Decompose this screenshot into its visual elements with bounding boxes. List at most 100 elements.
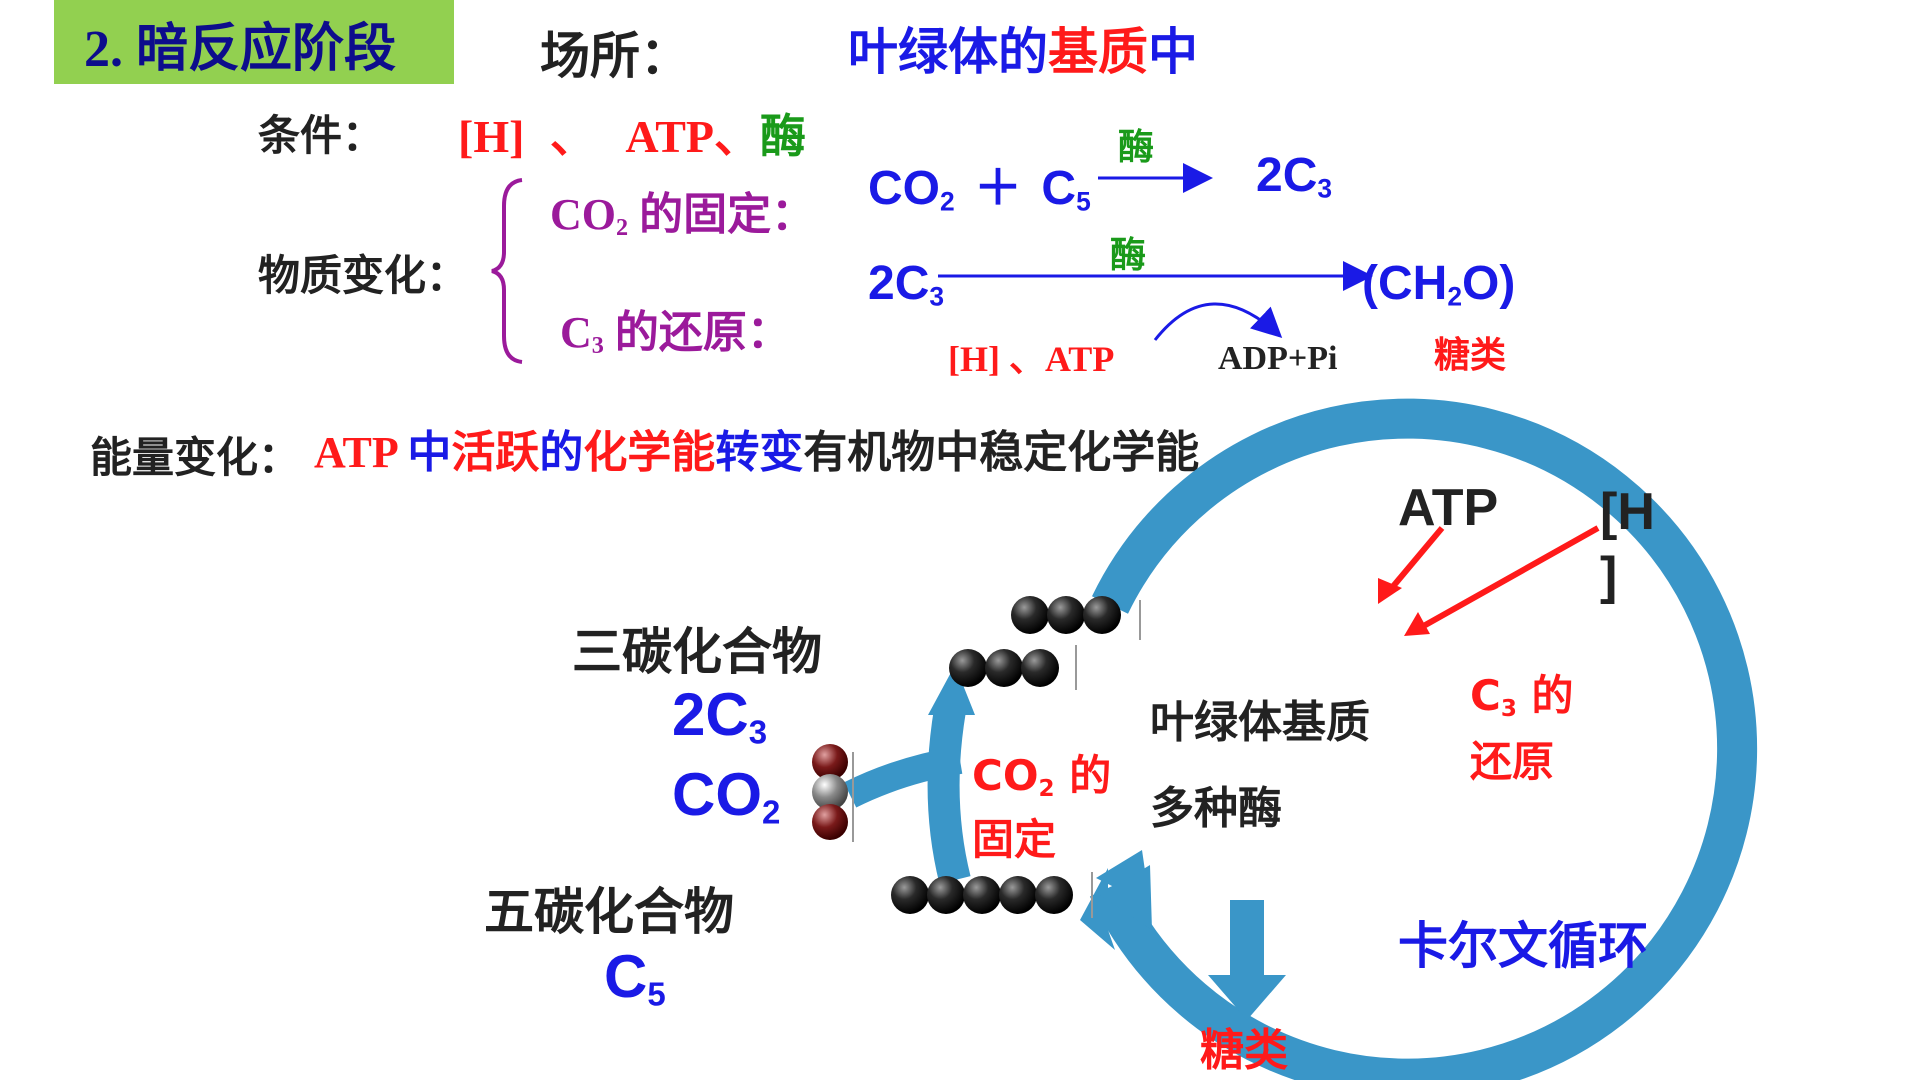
- cycle-h-top: [H: [1600, 483, 1655, 541]
- red-c: C: [560, 308, 592, 357]
- eq1-plus: ＋: [974, 162, 1023, 215]
- calvin-cycle-label: 卡尔文循环: [1398, 917, 1648, 975]
- c5-label: 五碳化合物: [484, 883, 734, 941]
- eq2-reactant-sub: 3: [929, 281, 945, 312]
- c3-formula: 2C3: [672, 680, 767, 751]
- reduction-cycle-label-1: C3 的: [1470, 662, 1574, 723]
- c3-formula-sub: 3: [748, 713, 768, 751]
- reduction-label: C3 的还原：: [560, 296, 791, 360]
- c5-formula-text: C: [604, 943, 648, 1010]
- carbon-ball: [963, 876, 1001, 914]
- energy-p3: 活跃: [451, 428, 540, 477]
- cond-sep1: 、: [549, 111, 596, 162]
- eq2-cofactors: [H] 、ATP: [948, 339, 1115, 379]
- carbon-ball: [1021, 649, 1059, 687]
- fixation-label: CO2 的固定：: [550, 178, 815, 242]
- eq2-reactant: 2C3: [868, 256, 944, 313]
- fixation-cycle-label-1: CO2 的: [972, 742, 1111, 803]
- carbon-ball: [812, 774, 848, 810]
- oxygen-ball: [812, 804, 848, 840]
- c5-formula: C5: [604, 942, 666, 1013]
- fix-rest: 的固定：: [628, 190, 816, 239]
- eq2-prod-pre: (CH: [1362, 257, 1448, 310]
- conditions-label: 条件：: [258, 111, 385, 160]
- red-cycle-sub: 3: [1500, 695, 1517, 722]
- red-cycle-pre: C: [1470, 671, 1501, 720]
- eq1-c-sub: 5: [1076, 186, 1091, 217]
- co2-formula-text: CO: [672, 761, 762, 828]
- atp-input-arrow: [1387, 526, 1445, 592]
- red-cycle-post: 的: [1516, 671, 1574, 720]
- cond-enzyme: 酶: [760, 111, 807, 162]
- place-mid: 基质: [1048, 23, 1148, 81]
- place-pre: 叶绿体的: [848, 23, 1048, 81]
- cond-sep2: 、: [714, 111, 761, 162]
- cycle-arc: [1089, 398, 1758, 1080]
- eq2-prod-sub: 2: [1447, 281, 1462, 312]
- eq1-enzyme: 酶: [1118, 127, 1155, 168]
- sugar-arrow-shaft: [1230, 900, 1264, 980]
- carbon-ball: [985, 649, 1023, 687]
- carbon-ball: [1047, 596, 1085, 634]
- left-brace: [491, 178, 523, 364]
- eq2-prod-post: O): [1462, 257, 1516, 310]
- energy-p7: 有机物中稳定化学能: [803, 428, 1200, 477]
- conditions-text: [H] 、 ATP、酶: [458, 100, 806, 166]
- c5-entry-arrowhead: [1100, 865, 1152, 930]
- carbon-ball: [891, 876, 929, 914]
- carbon-ball: [999, 876, 1037, 914]
- red-rest: 的还原：: [603, 308, 791, 357]
- left-cycle-arrow: [927, 707, 971, 884]
- title-bar: [54, 0, 454, 84]
- sugar-arrow-head: [1208, 975, 1286, 1020]
- fix-co: CO: [550, 190, 616, 239]
- fix-cycle-sub: 2: [1038, 775, 1055, 802]
- eq1-reactants: CO2 ＋ C5: [868, 148, 1091, 218]
- c5-formula-sub: 5: [647, 975, 666, 1013]
- eq2-adp: ADP+Pi: [1218, 340, 1338, 377]
- left-cycle-arrowhead: [928, 665, 975, 715]
- material-label: 物质变化：: [258, 251, 469, 300]
- energy-p4: 的: [539, 428, 584, 477]
- h-input-arrowhead: [1404, 612, 1430, 636]
- h-input-arrow: [1418, 525, 1600, 631]
- fix-sub: 2: [616, 214, 629, 242]
- fix-cycle-post: 的: [1054, 751, 1112, 800]
- eq2-enzyme: 酶: [1110, 235, 1147, 276]
- energy-p5: 化学能: [583, 428, 716, 477]
- fix-cycle-pre: CO: [972, 751, 1039, 800]
- carbon-ball: [927, 876, 965, 914]
- eq1-product-text: 2C: [1256, 149, 1318, 202]
- adp-curve-arrow: [1153, 302, 1283, 341]
- atp-input-arrowhead: [1378, 578, 1402, 604]
- carbon-ball: [1011, 596, 1049, 634]
- cycle-h-bottom: ]: [1600, 547, 1618, 605]
- page-title: 2. 暗反应阶段: [84, 21, 397, 78]
- fixation-cycle-label-2: 固定: [972, 815, 1057, 864]
- energy-p6: 转变: [715, 428, 804, 477]
- energy-p2: 中: [407, 428, 452, 477]
- energy-label: 能量变化：: [90, 433, 301, 482]
- eq1-product-sub: 3: [1317, 173, 1333, 204]
- co2-formula: CO2: [672, 760, 780, 831]
- co2-formula-sub: 2: [762, 793, 781, 831]
- eq2-reactant-text: 2C: [868, 257, 930, 310]
- place-post: 中: [1148, 23, 1198, 81]
- c3-formula-text: 2C: [672, 681, 749, 748]
- oxygen-ball: [812, 744, 848, 780]
- eq1-c: C: [1041, 162, 1077, 215]
- eq1-co: CO: [868, 162, 940, 215]
- eq2-sugar: 糖类: [1434, 335, 1507, 376]
- place-text: 叶绿体的基质中: [848, 12, 1198, 84]
- c3-label: 三碳化合物: [572, 623, 822, 681]
- cycle-atp: ATP: [1398, 479, 1499, 537]
- center-label-1: 叶绿体基质: [1150, 697, 1370, 748]
- cycle-arc-tail: [1080, 868, 1115, 950]
- carbon-ball: [1083, 596, 1121, 634]
- red-sub: 3: [591, 332, 604, 360]
- reduction-cycle-label-2: 还原: [1470, 737, 1555, 786]
- carbon-ball: [1035, 876, 1073, 914]
- cond-atp: ATP: [625, 111, 715, 162]
- eq1-co-sub: 2: [940, 186, 955, 217]
